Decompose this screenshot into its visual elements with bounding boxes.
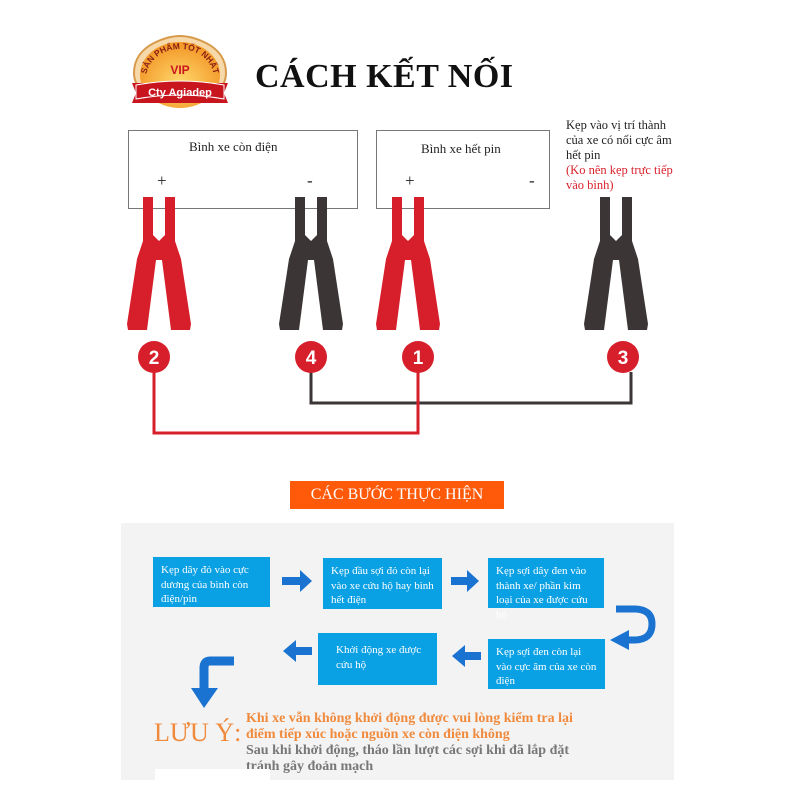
agiadep-logo: SẢN PHẨM TỐT NHẤT VIP Cty Agiadep xyxy=(132,34,228,108)
logo-vip-text: VIP xyxy=(170,63,189,77)
number-badge-label: 1 xyxy=(413,348,424,369)
page-title: CÁCH KẾT NỐI xyxy=(255,58,514,95)
battery-charged-label: Bình xe còn điện xyxy=(189,139,278,154)
number-badge-4: 4 xyxy=(295,341,327,373)
clamp-2 xyxy=(279,197,343,330)
step-4: Kẹp sợi đen còn lại vào cực âm của xe cò… xyxy=(488,639,605,689)
battery-dead-plus: + xyxy=(405,171,415,190)
note-gray-line-2: tránh gây đoản mạch xyxy=(246,759,374,774)
clamp-4 xyxy=(584,197,648,330)
number-badge-3: 3 xyxy=(607,341,639,373)
battery-dead: Bình xe hết pin + - xyxy=(376,130,550,209)
red-wire xyxy=(152,372,420,435)
connection-diagram: 2 4 1 3 xyxy=(127,197,648,435)
battery-dead-minus: - xyxy=(529,171,535,190)
side-note-text: Kẹp vào vị trí thành của xe có nối cực â… xyxy=(566,118,672,162)
number-badge-1: 1 xyxy=(402,341,434,373)
step-1: Kẹp dây đỏ vào cực dương của bình còn đi… xyxy=(153,557,270,607)
note-title: LƯU Ý: xyxy=(154,718,242,747)
step-3: Kẹp sợi dây đen vào thành xe/ phần kim l… xyxy=(488,558,604,621)
number-badge-label: 2 xyxy=(149,348,160,369)
number-badge-label: 3 xyxy=(618,348,629,369)
clamp-3 xyxy=(376,197,440,330)
clamp-1 xyxy=(127,197,191,330)
battery-charged-plus: + xyxy=(157,171,167,190)
note-orange-line-2: điểm tiếp xúc hoặc nguồn xe còn điện khô… xyxy=(246,727,510,742)
number-badge-2: 2 xyxy=(138,341,170,373)
battery-dead-label: Bình xe hết pin xyxy=(421,141,501,156)
note-gray-line-1: Sau khi khởi động, tháo lần lượt các sợi… xyxy=(246,743,570,758)
side-note-warning: (Ko nên kẹp trực tiếp vào bình) xyxy=(566,163,673,192)
note-orange-line-1: Khi xe vẫn không khởi động được vui lòng… xyxy=(246,711,573,726)
steps-heading: CÁC BƯỚC THỰC HIỆN xyxy=(290,481,504,509)
step-5: Khởi động xe được cứu hộ xyxy=(318,633,437,685)
battery-charged-minus: - xyxy=(307,171,313,190)
note-orange-text: Khi xe vẫn không khởi động được vui lòng… xyxy=(246,711,573,743)
number-badge-label: 4 xyxy=(306,348,317,369)
logo-ribbon-text: Cty Agiadep xyxy=(148,87,212,99)
step-2: Kẹp đầu sợi đỏ còn lại vào xe cứu hộ hay… xyxy=(323,558,442,609)
note-gray-text: Sau khi khởi động, tháo lần lượt các sợi… xyxy=(246,743,569,775)
black-wire xyxy=(309,372,633,405)
battery-charged: Bình xe còn điện + - xyxy=(128,130,358,209)
white-patch xyxy=(155,769,270,790)
side-note: Kẹp vào vị trí thành của xe có nối cực â… xyxy=(566,118,686,193)
